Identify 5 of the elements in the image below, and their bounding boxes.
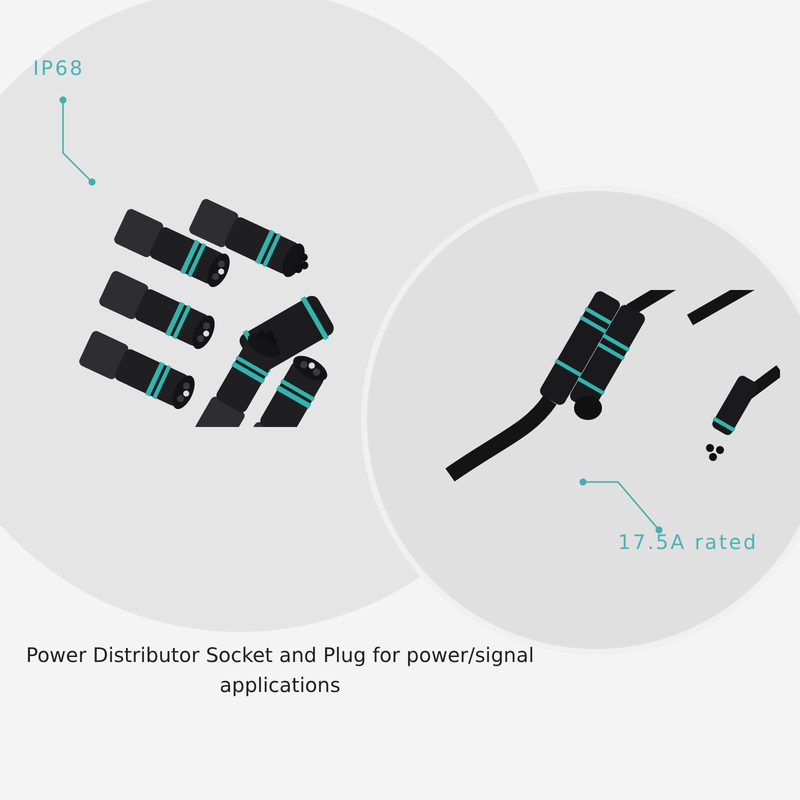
callout-label: 17.5A rated [618,530,758,554]
leader-line [60,96,96,186]
leader-line [580,478,662,534]
callout-label: IP68 [33,56,84,80]
heading: Power Distributor Socket and Plug for power/signal applications [24,642,536,699]
